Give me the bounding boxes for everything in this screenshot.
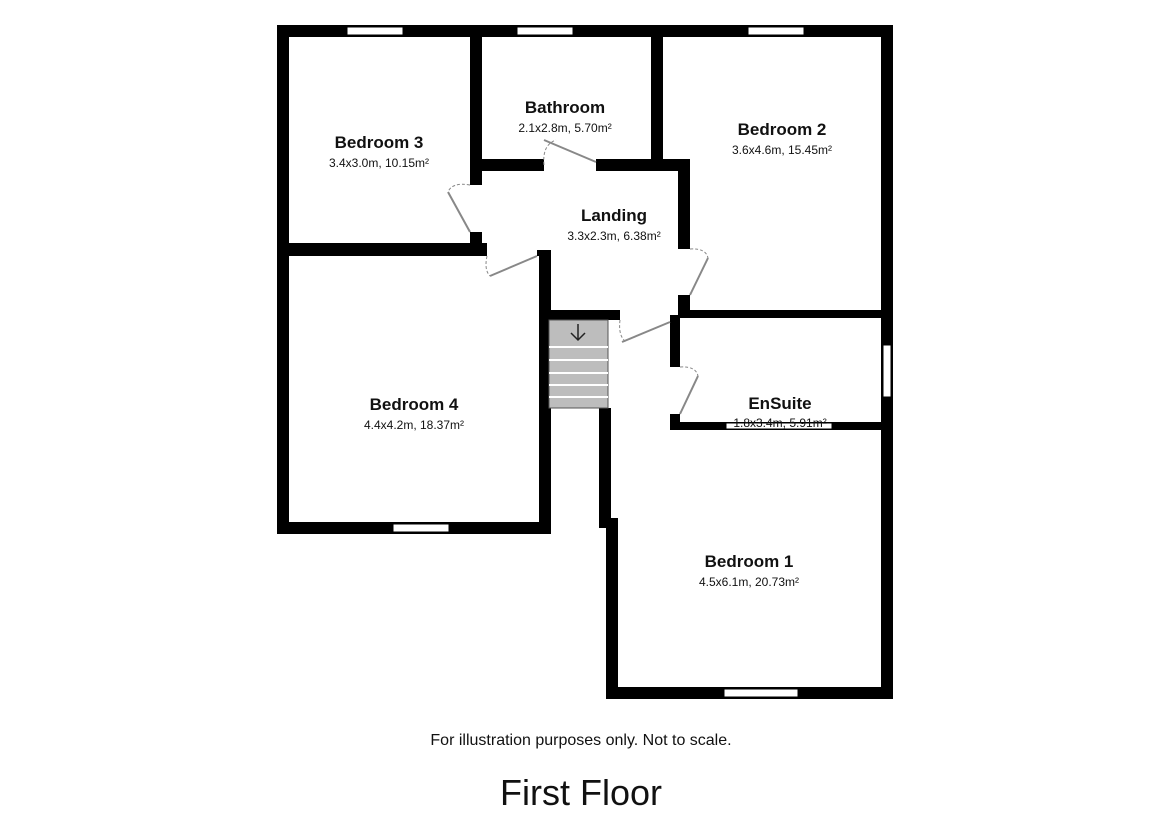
window: [346, 26, 404, 36]
wall: [539, 250, 551, 534]
wall: [678, 310, 893, 318]
door-swing: [689, 248, 709, 259]
door-swing: [447, 183, 471, 193]
wall: [606, 518, 618, 699]
door-swing: [619, 319, 627, 343]
room-dims-landing: 3.3x2.3m, 6.38m²: [567, 229, 660, 243]
wall: [277, 25, 289, 534]
wall: [670, 315, 680, 367]
window: [747, 26, 805, 36]
door: [489, 255, 538, 277]
wall: [277, 243, 487, 256]
room-dims-bedroom-3: 3.4x3.0m, 10.15m²: [329, 156, 429, 170]
door: [621, 321, 671, 343]
door-swing: [543, 139, 557, 166]
wall: [470, 159, 544, 171]
doors: [447, 139, 709, 415]
staircase: [548, 319, 609, 409]
room-name-landing: Landing: [581, 206, 647, 225]
window: [725, 422, 833, 430]
room-name-bedroom-1: Bedroom 1: [705, 552, 794, 571]
window: [516, 26, 574, 36]
wall: [651, 25, 663, 171]
wall: [599, 408, 611, 528]
window: [392, 523, 450, 533]
window: [723, 688, 799, 698]
wall: [470, 25, 482, 185]
room-name-bedroom-4: Bedroom 4: [370, 395, 459, 414]
room-labels: Bedroom 3 3.4x3.0m, 10.15m² Bathroom 2.1…: [329, 98, 832, 589]
room-name-bedroom-2: Bedroom 2: [738, 120, 827, 139]
walls: [277, 25, 893, 699]
room-dims-bedroom-1: 4.5x6.1m, 20.73m²: [699, 575, 799, 589]
door-swing: [485, 255, 491, 277]
room-dims-bedroom-4: 4.4x4.2m, 18.37m²: [364, 418, 464, 432]
wall: [277, 25, 893, 37]
door: [679, 375, 699, 415]
wall: [678, 159, 690, 249]
disclaimer: For illustration purposes only. Not to s…: [430, 732, 732, 749]
door: [543, 139, 597, 163]
door-swing: [679, 366, 699, 377]
windows: [346, 26, 892, 698]
room-name-ensuite: EnSuite: [748, 394, 811, 413]
window: [882, 344, 892, 398]
door: [689, 257, 709, 296]
wall: [549, 310, 620, 320]
door: [447, 191, 471, 233]
room-dims-bathroom: 2.1x2.8m, 5.70m²: [518, 121, 611, 135]
room-name-bathroom: Bathroom: [525, 98, 605, 117]
arrow-down-icon: [570, 324, 586, 342]
room-dims-bedroom-2: 3.6x4.6m, 15.45m²: [732, 143, 832, 157]
floor-title: First Floor: [500, 772, 662, 813]
room-name-bedroom-3: Bedroom 3: [335, 133, 424, 152]
room-dims-ensuite: 1.8x3.4m, 5.91m²: [733, 416, 826, 430]
wall: [596, 159, 688, 171]
